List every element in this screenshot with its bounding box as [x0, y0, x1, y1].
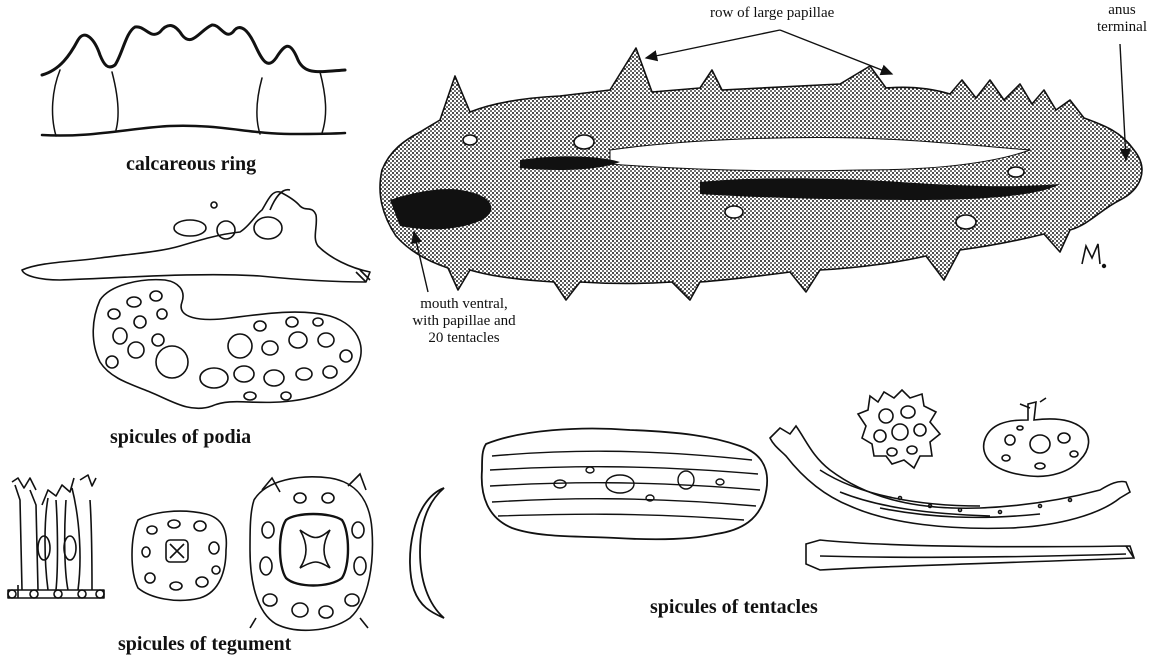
- callout-mouth: mouth ventral, with papillae and 20 tent…: [384, 296, 544, 347]
- caption-calcareous-ring: calcareous ring: [126, 153, 256, 176]
- callout-mouth-line3: 20 tentacles: [384, 330, 544, 347]
- podia-plate-spicule: [93, 280, 361, 409]
- callout-anus-line2: terminal: [1090, 19, 1154, 36]
- tegument-c-rod-spicule: [410, 488, 444, 618]
- callout-papillae: row of large papillae: [710, 5, 834, 22]
- tegument-large-plate-spicule: [250, 474, 372, 630]
- tentacle-large-plate-spicule: [482, 429, 767, 540]
- callout-anus-line1: anus: [1090, 2, 1154, 19]
- calcareous-ring-drawing: [42, 25, 345, 136]
- caption-spicules-podia: spicules of podia: [110, 426, 251, 449]
- tegument-tables-spicule: [8, 475, 104, 598]
- sea-cucumber-body: [380, 48, 1142, 300]
- callout-anus: anus terminal: [1090, 2, 1154, 36]
- caption-spicules-tegument: spicules of tegument: [118, 633, 291, 656]
- caption-spicules-tentacles: spicules of tentacles: [650, 596, 818, 619]
- tentacle-stalked-plate-spicule: [984, 398, 1089, 476]
- podia-rod-spicule: [22, 190, 370, 282]
- tentacle-rosette-spicule: [858, 390, 940, 468]
- tegument-small-plate-spicule: [132, 511, 226, 600]
- tentacle-curved-rod-spicule: [770, 426, 1130, 528]
- callout-mouth-line1: mouth ventral,: [384, 296, 544, 313]
- callout-mouth-line2: with papillae and: [384, 313, 544, 330]
- tentacle-straight-rod-spicule: [806, 540, 1134, 570]
